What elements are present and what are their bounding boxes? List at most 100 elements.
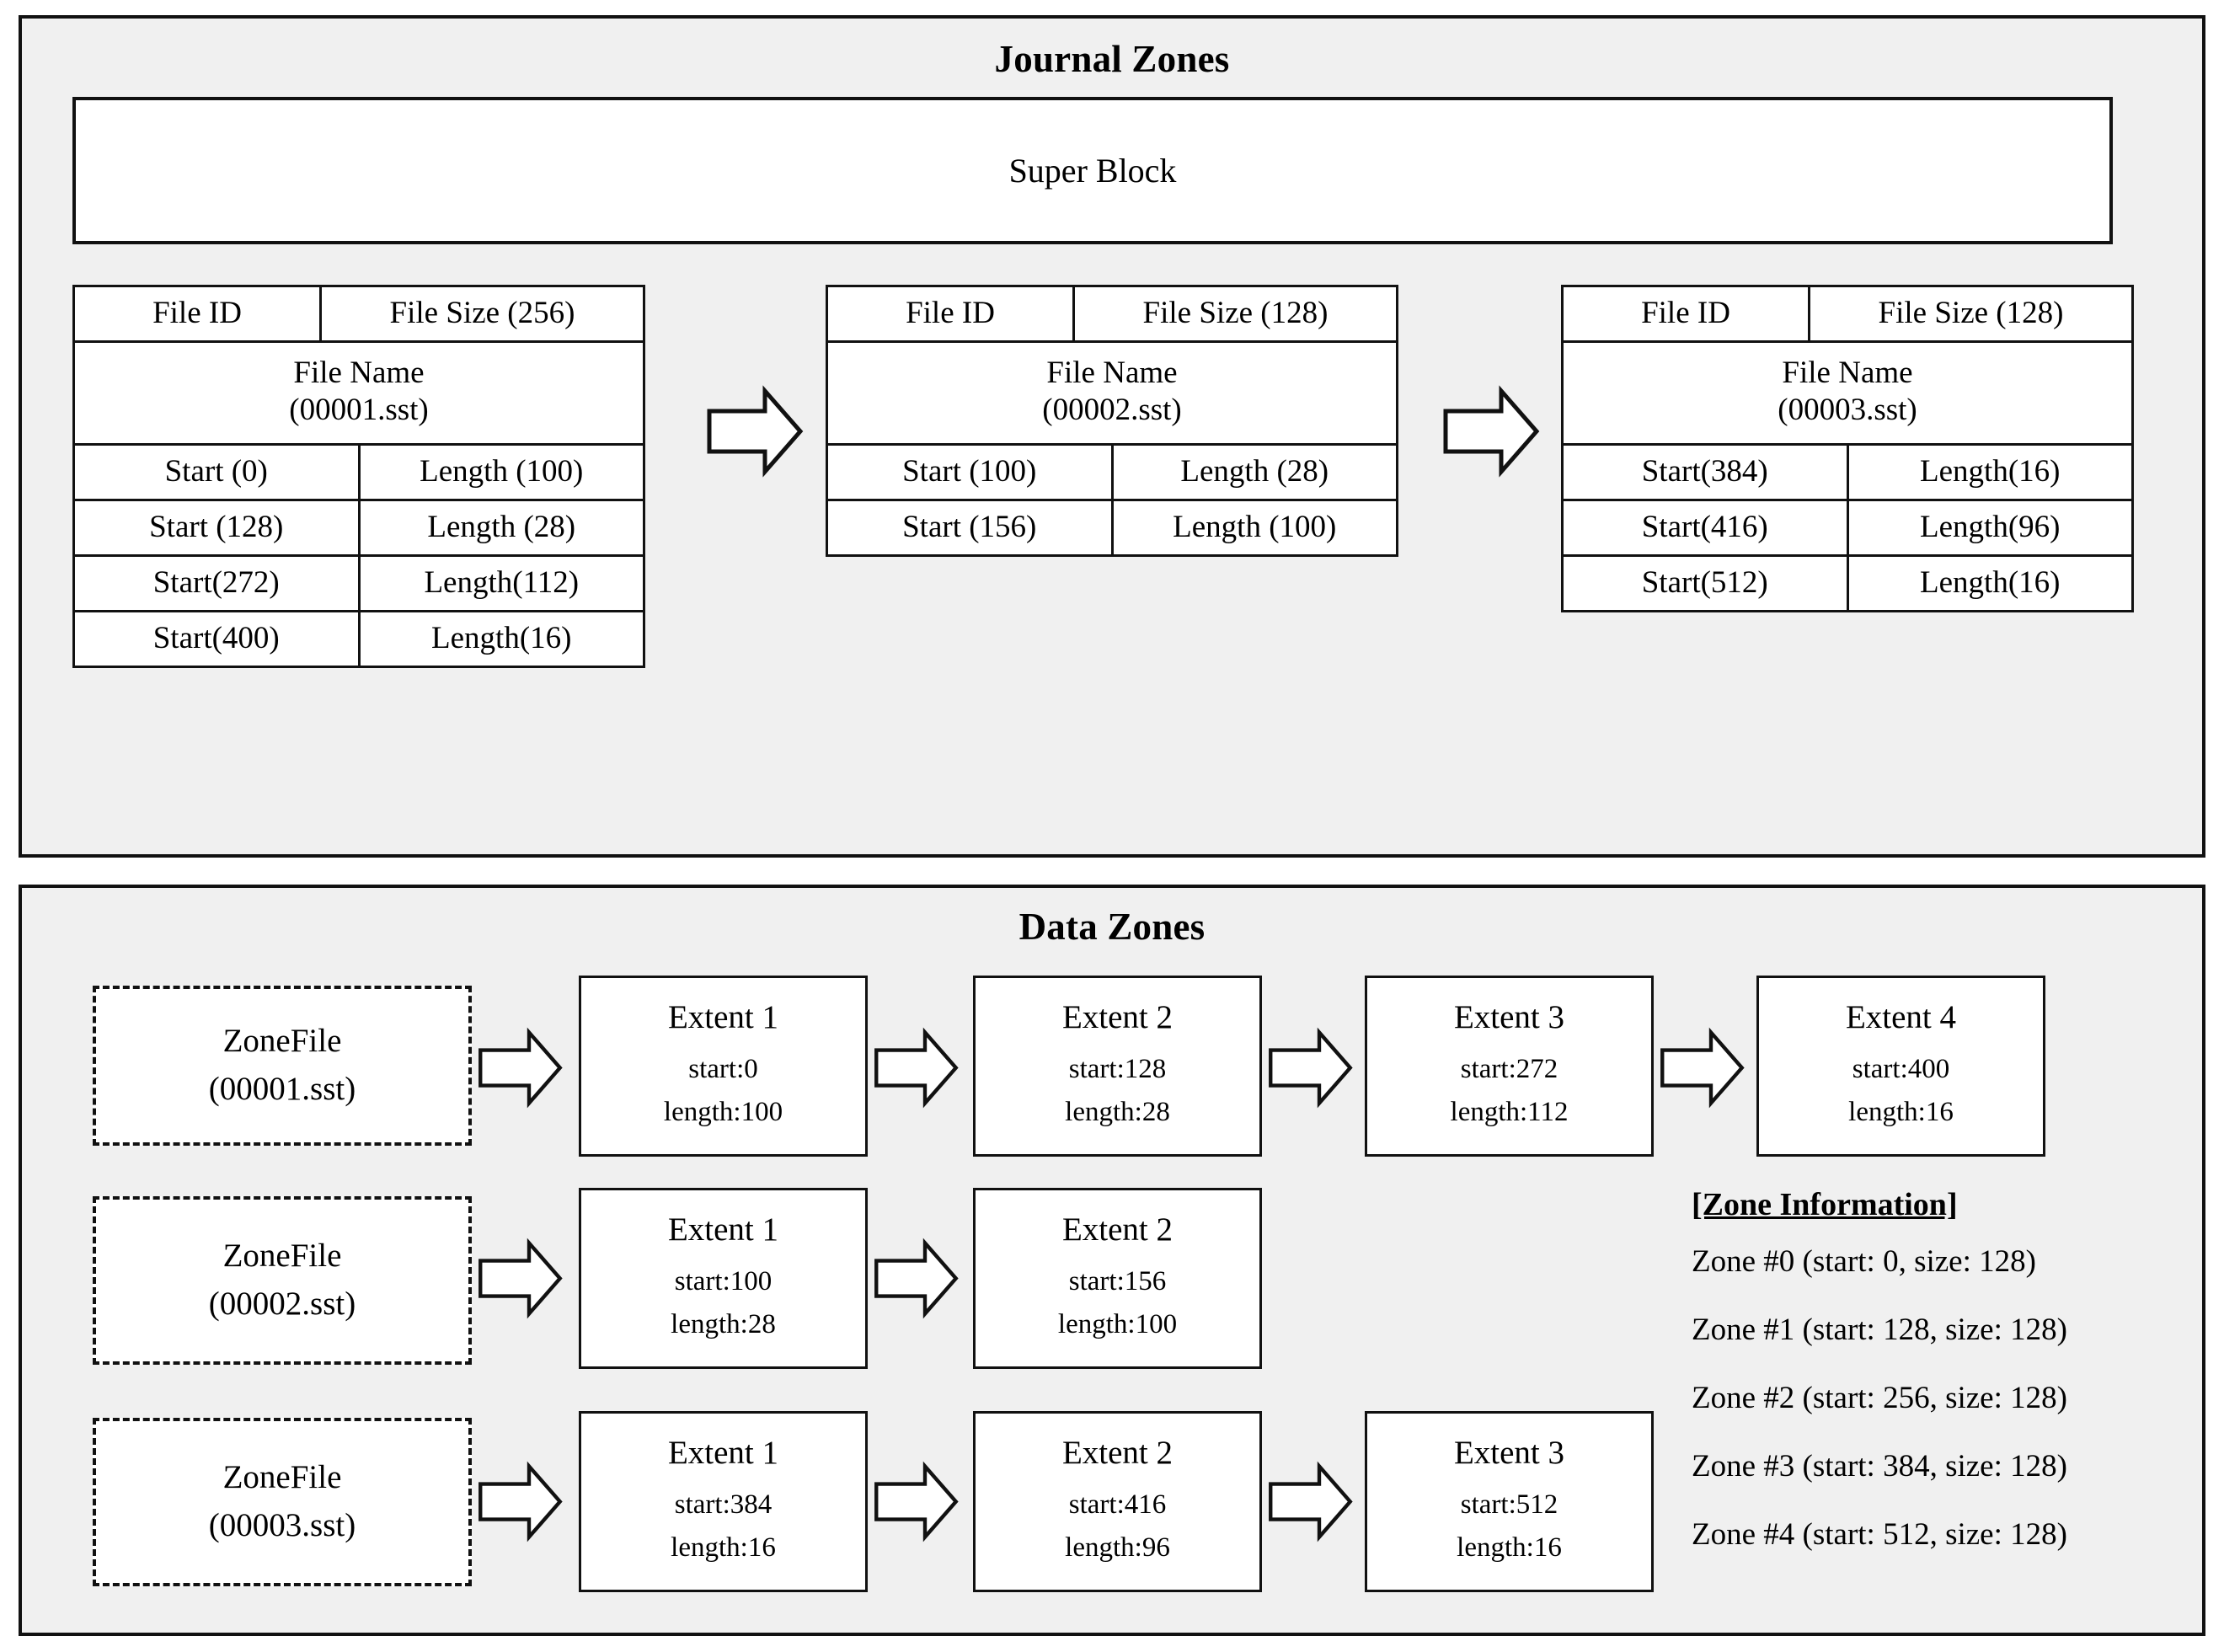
extent-start: start:0 [688, 1053, 758, 1084]
extent-start: Start(272) [152, 565, 280, 601]
extent-box: Extent 2 start:416 length:96 [973, 1411, 1262, 1592]
zonefile-label: ZoneFile [222, 1459, 342, 1496]
extent-title: Extent 2 [1061, 1211, 1173, 1248]
extent-box: Extent 3 start:272 length:112 [1365, 976, 1654, 1157]
file-id-label: File ID [1641, 296, 1730, 330]
right-arrow-icon [1441, 381, 1542, 482]
right-arrow-icon [476, 1234, 564, 1323]
extent-start: Start (0) [164, 454, 268, 489]
right-arrow-icon [1266, 1457, 1355, 1546]
file-name-cell: File Name (00001.sst) [75, 343, 643, 443]
super-block-label: Super Block [1008, 152, 1177, 190]
zonefile-00003: ZoneFile (00003.sst) [93, 1418, 472, 1586]
extent-box: Extent 1 start:0 length:100 [579, 976, 868, 1157]
extent-title: Extent 3 [1453, 1434, 1565, 1471]
extent-title: Extent 2 [1061, 1434, 1173, 1471]
zone-line: Zone #2 (start: 256, size: 128) [1692, 1381, 2067, 1415]
extent-start: Start (156) [902, 510, 1037, 545]
table-row: File Name (00003.sst) [1564, 343, 2131, 446]
file-size-label: File Size (256) [319, 287, 643, 340]
extent-box: Extent 1 start:384 length:16 [579, 1411, 868, 1592]
super-block: Super Block [72, 97, 2113, 244]
extent-length: Length (100) [1110, 501, 1397, 555]
extent-title: Extent 1 [667, 1434, 779, 1471]
zonefile-00002: ZoneFile (00002.sst) [93, 1196, 472, 1365]
table-row: Start(400) Length(16) [75, 612, 643, 666]
zone-line: Zone #0 (start: 0, size: 128) [1692, 1244, 2036, 1279]
extent-start: start:416 [1068, 1489, 1167, 1520]
table-row: Start (128) Length (28) [75, 501, 644, 558]
extent-box: Extent 1 start:100 length:28 [579, 1188, 868, 1369]
extent-box: Extent 2 start:156 length:100 [973, 1188, 1262, 1369]
right-arrow-icon [476, 1024, 564, 1112]
file-name-label: File Name [1046, 356, 1178, 390]
extent-start: Start (128) [149, 510, 284, 545]
zonefile-value: (00002.sst) [208, 1286, 356, 1322]
extent-box: Extent 3 start:512 length:16 [1365, 1411, 1654, 1592]
table-row: Start(272) Length(112) [75, 557, 643, 613]
extent-length: length:16 [1457, 1532, 1562, 1563]
zonefile-label: ZoneFile [222, 1023, 342, 1060]
table-row: Start(384) Length(16) [1564, 446, 2132, 502]
file-name-value: (00001.sst) [289, 392, 429, 427]
table-row: Start(512) Length(16) [1564, 557, 2132, 611]
right-arrow-icon [872, 1457, 960, 1546]
table-row: File ID File Size (128) [828, 287, 1396, 343]
extent-start: start:156 [1068, 1265, 1167, 1296]
extent-start: start:400 [1852, 1053, 1950, 1084]
extent-length: length:96 [1065, 1532, 1170, 1563]
file-size-label: File Size (128) [1808, 287, 2131, 340]
file-id-label: File ID [906, 296, 995, 330]
extent-title: Extent 4 [1845, 998, 1957, 1035]
zonefile-value: (00003.sst) [208, 1507, 356, 1543]
extent-length: Length(96) [1846, 501, 2132, 555]
extent-length: length:100 [663, 1097, 783, 1127]
file-id-label: File ID [152, 296, 242, 330]
extent-start: Start(512) [1641, 565, 1768, 601]
journal-record-00002: File ID File Size (128) File Name (00002… [826, 285, 1398, 558]
extent-title: Extent 2 [1061, 998, 1173, 1035]
right-arrow-icon [476, 1457, 564, 1546]
extent-length: Length(16) [1846, 557, 2132, 611]
file-name-value: (00003.sst) [1778, 392, 1917, 427]
extent-title: Extent 1 [667, 998, 779, 1035]
extent-start: start:128 [1068, 1053, 1167, 1084]
extent-box: Extent 4 start:400 length:16 [1756, 976, 2045, 1157]
file-name-label: File Name [1782, 356, 1913, 390]
extent-start: start:384 [674, 1489, 773, 1520]
extent-length: length:28 [671, 1309, 776, 1339]
right-arrow-icon [1266, 1024, 1355, 1112]
extent-start: Start(416) [1641, 510, 1768, 545]
extent-start: start:512 [1460, 1489, 1558, 1520]
extent-length: Length (28) [357, 501, 644, 555]
table-row: Start (0) Length (100) [75, 446, 644, 502]
extent-length: Length(16) [357, 612, 644, 666]
extent-length: Length (100) [357, 446, 644, 500]
table-row: Start (100) Length (28) [828, 446, 1397, 502]
table-row: File Name (00001.sst) [75, 343, 643, 446]
table-row: File ID File Size (256) [75, 287, 643, 343]
file-name-cell: File Name (00003.sst) [1564, 343, 2131, 443]
table-row: File Name (00002.sst) [828, 343, 1396, 446]
extent-length: length:16 [671, 1532, 776, 1563]
file-size-label: File Size (128) [1072, 287, 1396, 340]
extent-start: Start(400) [152, 621, 280, 656]
zone-line: Zone #1 (start: 128, size: 128) [1692, 1313, 2067, 1347]
extent-length: Length (28) [1110, 446, 1397, 500]
extent-length: length:100 [1057, 1309, 1178, 1339]
file-name-cell: File Name (00002.sst) [828, 343, 1396, 443]
journal-record-00001: File ID File Size (256) File Name (00001… [72, 285, 645, 669]
file-name-label: File Name [293, 356, 425, 390]
zone-line: Zone #4 (start: 512, size: 128) [1692, 1517, 2067, 1552]
journal-zones-title: Journal Zones [994, 38, 1230, 80]
zone-information-block: [Zone Information] Zone #0 (start: 0, si… [1692, 1186, 2180, 1585]
extent-length: Length(16) [1846, 446, 2132, 500]
zonefile-label: ZoneFile [222, 1238, 342, 1275]
right-arrow-icon [872, 1234, 960, 1323]
extent-length: length:112 [1450, 1097, 1569, 1127]
table-row: File ID File Size (128) [1564, 287, 2131, 343]
extent-start: Start(384) [1641, 454, 1768, 489]
table-row: Start (156) Length (100) [828, 501, 1397, 555]
zonefile-00001: ZoneFile (00001.sst) [93, 986, 472, 1146]
